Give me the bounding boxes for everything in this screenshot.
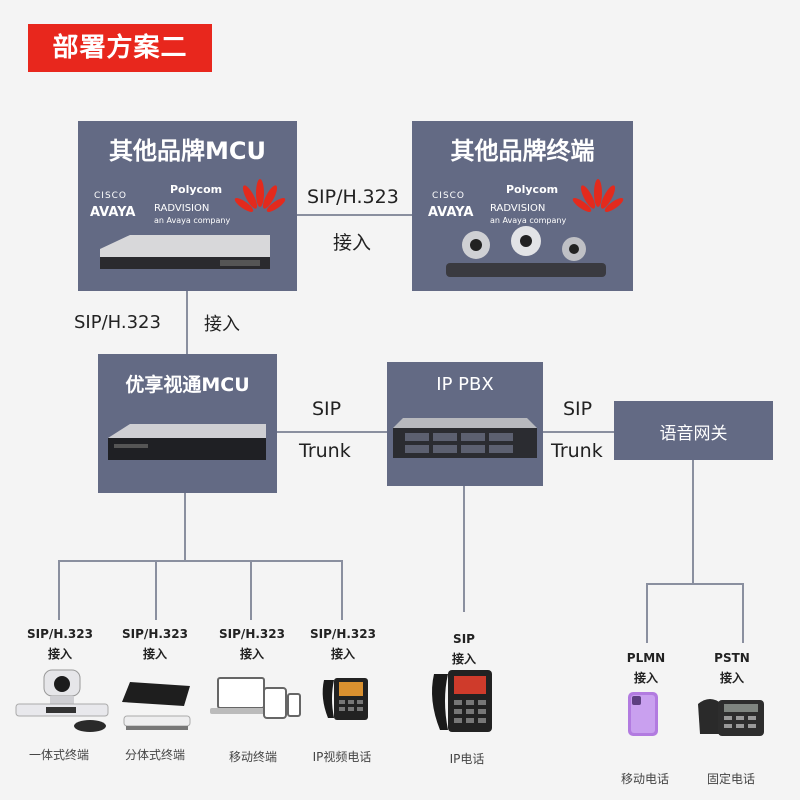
ip-phone-caption: IP电话 — [449, 752, 485, 766]
polycom-logo: Polycom — [170, 183, 223, 196]
radvision-logo: RADVISION — [490, 203, 546, 214]
phone-access-2: 接入 — [719, 671, 744, 685]
wire-endpoint-1 — [58, 560, 60, 620]
cisco-logo: CISCO — [94, 191, 128, 201]
mobile-phone-icon — [628, 692, 658, 736]
link-label-mcu-vertical-proto: SIP/H.323 — [74, 312, 161, 333]
endpoint-caption-2: 分体式终端 — [124, 748, 185, 762]
avaya-logo: AVAYA — [90, 205, 136, 220]
wire-phone-1 — [646, 583, 648, 643]
ip-phone-access: 接入 — [451, 652, 476, 666]
link-label-mcu-terminal-access: 接入 — [333, 232, 372, 254]
wire-mcu-vertical — [186, 290, 188, 354]
endpoint-access-4: 接入 — [330, 647, 355, 661]
link-label-mcu-terminal-proto: SIP/H.323 — [307, 186, 399, 208]
wire-endpoint-2 — [155, 560, 157, 620]
phone-caption-1: 移动电话 — [620, 772, 669, 786]
other-mcu-title: 其他品牌MCU — [109, 137, 266, 165]
wire-phones-bus — [646, 583, 744, 585]
phone-proto-1: PLMN — [626, 651, 666, 665]
endpoint-access-1: 接入 — [47, 647, 72, 661]
wire-endpoint-4 — [341, 560, 343, 620]
wire-mcu-pbx — [277, 431, 387, 433]
wire-mcu-down — [184, 493, 186, 561]
other-terminal-box: 其他品牌终端 CISCO AVAYA Polycom RADVISION an … — [412, 121, 633, 291]
endpoint-proto-1: SIP/H.323 — [27, 627, 93, 641]
other-mcu-box: 其他品牌MCU CISCO AVAYA Polycom RADVISION an… — [78, 121, 297, 291]
phone-access-1: 接入 — [633, 671, 658, 685]
ip-phone-proto: SIP — [453, 632, 475, 646]
wire-pbx-gw — [543, 431, 614, 433]
endpoint-caption-3: 移动终端 — [228, 750, 277, 764]
endpoint-caption-4: IP视频电话 — [312, 750, 372, 764]
voice-gateway-box: 语音网关 — [614, 401, 773, 460]
ip-pbx-title: IP PBX — [436, 374, 494, 395]
pbx-server-icon — [393, 418, 537, 458]
wire-endpoint-3 — [250, 560, 252, 620]
link-label-mcu-vertical-access: 接入 — [204, 314, 240, 335]
huawei-logo-icon — [234, 179, 286, 212]
endpoint-caption-1: 一体式终端 — [28, 748, 89, 762]
link-label-mcu-pbx-bottom: Trunk — [299, 440, 351, 462]
wire-gw-down — [692, 460, 694, 584]
voice-gateway-title: 语音网关 — [659, 424, 728, 444]
mcu-server-icon — [108, 424, 266, 460]
wire-mcu-terminal — [297, 214, 412, 216]
split-terminal-icon — [122, 682, 191, 730]
endpoint-access-2: 接入 — [142, 647, 167, 661]
ip-video-phone-icon — [322, 678, 368, 720]
ip-pbx-box: IP PBX — [387, 362, 543, 486]
mcu-device-icon — [100, 235, 270, 269]
wire-endpoints-bus — [58, 560, 342, 562]
radvision-logo: RADVISION — [154, 203, 210, 214]
ip-phone-icon — [432, 670, 492, 732]
our-mcu-title: 优享视通MCU — [125, 374, 250, 396]
endpoint-proto-4: SIP/H.323 — [310, 627, 376, 641]
phone-caption-2: 固定电话 — [706, 772, 755, 786]
radvision-sub-logo: an Avaya company — [490, 216, 567, 225]
link-label-pbx-gw-top: SIP — [563, 398, 593, 420]
avaya-logo: AVAYA — [428, 205, 474, 220]
endpoint-proto-3: SIP/H.323 — [219, 627, 285, 641]
huawei-logo-icon — [572, 179, 624, 212]
diagram-title: 部署方案二 — [28, 24, 212, 72]
conference-cameras-icon — [446, 226, 606, 277]
endpoint-proto-2: SIP/H.323 — [122, 627, 188, 641]
cisco-logo: CISCO — [432, 191, 466, 201]
radvision-sub-logo: an Avaya company — [154, 216, 231, 225]
wire-phone-2 — [742, 583, 744, 643]
our-mcu-box: 优享视通MCU — [98, 354, 277, 493]
polycom-logo: Polycom — [506, 183, 559, 196]
integrated-terminal-icon — [15, 669, 109, 732]
endpoint-access-3: 接入 — [239, 647, 264, 661]
link-label-pbx-gw-bottom: Trunk — [551, 440, 603, 462]
phone-proto-2: PSTN — [714, 651, 750, 665]
link-label-mcu-pbx-top: SIP — [312, 398, 342, 420]
mobile-terminal-icon — [210, 677, 301, 719]
desk-phone-icon — [698, 699, 764, 736]
wire-pbx-phone — [463, 486, 465, 612]
other-terminal-title: 其他品牌终端 — [450, 137, 595, 165]
